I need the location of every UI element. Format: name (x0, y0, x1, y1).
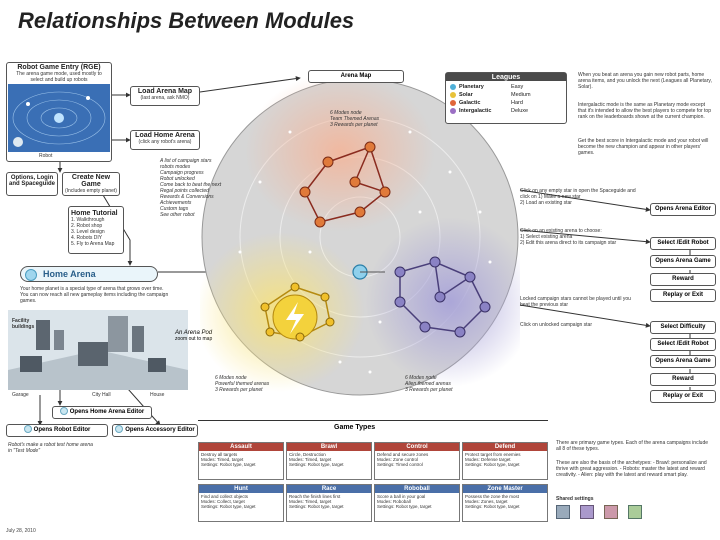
leagues-box: Leagues Planetary Easy Solar Medium Gala… (445, 72, 567, 124)
sun-icon (450, 92, 456, 98)
arrow-unlocked-star (519, 304, 651, 328)
page-date: July 28, 2010 (6, 528, 36, 534)
home-arena-desc: Your home planet is a special type of ar… (20, 286, 169, 304)
home-arena-label: Home Arena (43, 269, 96, 279)
shared-settings-label: Shared settings (556, 496, 594, 502)
home-tutorial-box: Home Tutorial 1. Walkthrough 2. Robot sh… (68, 206, 124, 254)
robot-entry-map-label: Robot (37, 153, 55, 159)
opens-arena-editor-button[interactable]: Opens Arena Editor (650, 203, 716, 216)
options-login-box[interactable]: Options, Login and Spaceguide (6, 172, 58, 196)
right-text-p2: Intergalactic mode is the same as Planet… (578, 102, 711, 120)
arena-pod: An Arena Pod zoom out to map (175, 330, 212, 342)
leagues-title: Leagues (446, 73, 566, 81)
load-home-arena-box[interactable]: Load Home Arena (click any robot's arena… (130, 130, 200, 150)
arena-pod-sub: zoom out to map (175, 336, 213, 342)
robot-entry-map (8, 84, 110, 152)
tutorial-item: 5. Fly to Arena Map (71, 241, 115, 247)
tutorial-item: 3. Level design (71, 229, 105, 235)
arrow-existing-star (519, 229, 651, 245)
home-city-illustration (8, 310, 188, 390)
accessory-icon (115, 425, 124, 434)
settings-icon (580, 505, 594, 519)
load-arena-map-title: Load Arena Map (137, 88, 193, 95)
editor-icon (59, 407, 68, 416)
league-row: Intergalactic Deluxe (450, 107, 562, 115)
home-tutorial-title: Home Tutorial (71, 210, 118, 217)
select-difficulty-button[interactable]: Select Difficulty (650, 321, 716, 334)
click-empty-note: Click on any empty star in open the Spac… (520, 188, 636, 206)
league-row: Galactic Hard (450, 99, 562, 107)
arena-map-label[interactable]: Arena Map (308, 70, 404, 83)
settings-icon (604, 505, 618, 519)
settings-icons (556, 505, 642, 519)
game-types-title: Game Types (334, 424, 376, 431)
intergalactic-icon (450, 108, 456, 114)
opens-arena-game-button-2[interactable]: Opens Arena Game (650, 355, 716, 368)
create-new-game-sub: (Includes empty planet) (65, 188, 117, 194)
opens-robot-editor-button[interactable]: Opens Robot Editor (6, 424, 108, 437)
replay-or-exit-button[interactable]: Replay or Exit (650, 289, 716, 302)
city-facility-label: Facility buildings (12, 318, 35, 330)
arrow-to-arena-map (199, 76, 301, 93)
robot-game-entry-box: Robot Game Entry (RGE) The arena game mo… (6, 62, 112, 162)
game-types-note-p1: There are primary game types. Each of th… (556, 440, 709, 452)
tutorial-item: 1. Walkthrough (71, 217, 105, 223)
game-types-rule (198, 420, 548, 421)
red-zone-note: 6 Modes node Team Themed Arenas 3 Reward… (330, 110, 380, 128)
right-text-p1: When you beat an arena you gain new robo… (578, 72, 712, 90)
galaxy-icon (450, 100, 456, 106)
replay-or-exit-button-2[interactable]: Replay or Exit (650, 390, 716, 403)
robot-icon (23, 425, 32, 434)
select-edit-robot-button-2[interactable]: Select /Edit Robot (650, 338, 716, 351)
right-text-p3: Get the best score in Intergalactic mode… (578, 138, 709, 156)
opens-accessory-editor-button[interactable]: Opens Accessory Editor (112, 424, 198, 437)
purple-zone-note: 6 Modes node Alien themed arenas 3 Rewar… (405, 375, 453, 393)
opens-arena-game-button[interactable]: Opens Arena Game (650, 255, 716, 268)
game-types-note-p2: These are also the basis of the archetyp… (556, 460, 707, 478)
unlocked-note: Click on unlocked campaign star (520, 322, 592, 328)
robot-entry-title: Robot Game Entry (RGE) (17, 64, 101, 71)
home-arena-icon (25, 269, 37, 281)
campaign-note: A list of campaign stars robots modes Ca… (160, 158, 222, 218)
settings-icon (556, 505, 570, 519)
select-edit-robot-button[interactable]: Select /Edit Robot (650, 237, 716, 250)
arrow-empty-star (519, 189, 651, 212)
create-new-game-box[interactable]: Create New Game (Includes empty planet) (62, 172, 120, 196)
reward-button[interactable]: Reward (650, 273, 716, 286)
locked-note: Locked campaign stars cannot be played u… (520, 296, 631, 308)
page-title: Relationships Between Modules (18, 8, 355, 33)
league-row: Solar Medium (450, 91, 562, 99)
tutorial-item: 2. Robot shop (71, 223, 103, 229)
tutorial-item: 4. Robots DIY (71, 235, 103, 241)
arena-map-disc[interactable] (200, 72, 520, 402)
league-row: Planetary Easy (450, 83, 562, 91)
robot-entry-sub: The arena game mode, used mostly to sele… (16, 71, 102, 83)
reward-button-2[interactable]: Reward (650, 373, 716, 386)
city-house-label: House (150, 392, 165, 398)
planet-icon (450, 84, 456, 90)
yellow-zone-note: 6 Modes node Powerful themed arenas 3 Re… (215, 375, 270, 393)
create-new-game-title: Create New Game (71, 174, 111, 188)
settings-icon (628, 505, 642, 519)
load-home-arena-sub: (click any robot's arena) (138, 139, 192, 145)
home-arena-pill[interactable]: Home Arena (20, 266, 158, 282)
city-hall-label: City Hall (92, 392, 111, 398)
click-existing-note: Click on an existing arena to choose: 1)… (520, 228, 617, 246)
opens-home-arena-editor-button[interactable]: Opens Home Arena Editor (52, 406, 152, 419)
load-arena-map-box[interactable]: Load Arena Map (last arena, ask NMO) (130, 86, 200, 106)
city-garage-label: Garage (12, 392, 29, 398)
load-home-arena-title: Load Home Arena (135, 132, 195, 139)
load-arena-map-sub: (last arena, ask NMO) (140, 95, 190, 101)
robot-editor-note: Robot's make a robot test home arena in … (8, 442, 93, 454)
arena-pod-title: An Arena Pod (175, 330, 213, 336)
